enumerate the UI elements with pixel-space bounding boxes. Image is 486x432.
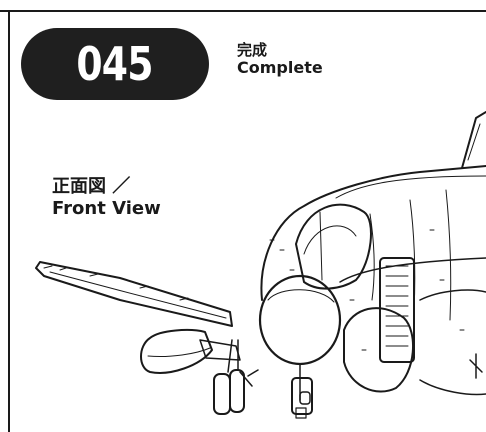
step-title: 完成 Complete: [237, 41, 323, 78]
top-border-line: [0, 10, 486, 12]
step-number: 045: [76, 37, 154, 91]
view-label: 正面図 ／ Front View: [52, 176, 161, 219]
view-label-english: Front View: [52, 197, 161, 219]
left-border-line: [8, 10, 10, 432]
step-title-english: Complete: [237, 58, 323, 78]
step-title-japanese: 完成: [237, 41, 268, 59]
step-number-badge: 045: [21, 28, 209, 100]
view-label-japanese: 正面図 ／: [52, 176, 131, 197]
